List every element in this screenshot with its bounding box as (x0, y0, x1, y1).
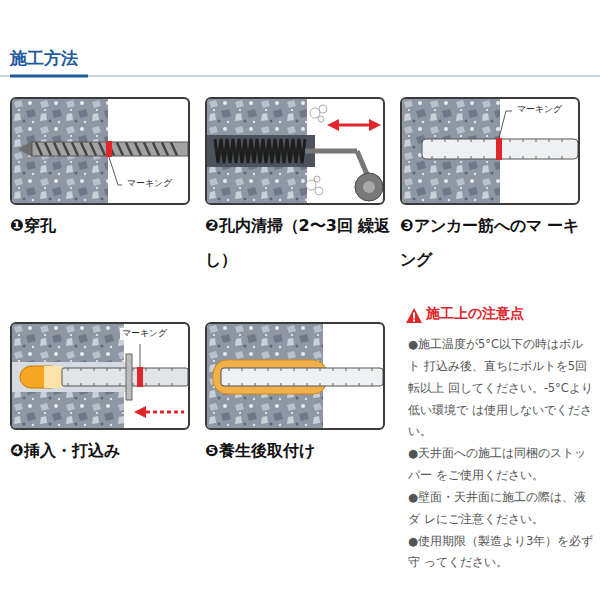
marking-label: マーキング (120, 328, 169, 340)
page-title: 施工方法 (10, 47, 78, 70)
step-caption: ❷孔内清掃（2〜3回 繰返し） (205, 209, 395, 276)
step-illustration (207, 324, 383, 428)
caution-note: ●施工温度が5°C以下の時はボルト 打込み後、直ちにボルトを5回転以上 回してく… (408, 334, 594, 443)
step-caption: ❺養生後取付け (205, 434, 395, 468)
marking-label: マーキング (515, 104, 564, 116)
title-rule (0, 75, 600, 77)
caution-note: ●使用期限（製造より3年）を必ず守 ってください。 (408, 531, 594, 575)
step-illustration (207, 99, 383, 203)
step-panel: ❷孔内清掃（2〜3回 繰返し） (205, 97, 385, 205)
step-caption: ❶穿孔 (10, 209, 200, 243)
caution-heading: 施工上の注意点 (426, 305, 524, 323)
step-panel: マーキング❹挿入・打込み (10, 322, 190, 430)
marking-label: マーキング (125, 178, 174, 190)
caution-note: ●天井面への施工は同梱のストッパー をご使用ください。 (408, 443, 594, 487)
step-panel: マーキング❸アンカー筋へのマ ーキング (400, 97, 580, 205)
title-underline (10, 75, 88, 78)
step-caption: ❹挿入・打込み (10, 434, 200, 468)
step-panel: ❺養生後取付け (205, 322, 385, 430)
caution-note: ●壁面・天井面に施工の際は、液ダ レにご注意ください。 (408, 487, 594, 531)
step-caption: ❸アンカー筋へのマ ーキング (400, 209, 590, 276)
warning-icon (406, 308, 422, 323)
step-panel: マーキング❶穿孔 (10, 97, 190, 205)
